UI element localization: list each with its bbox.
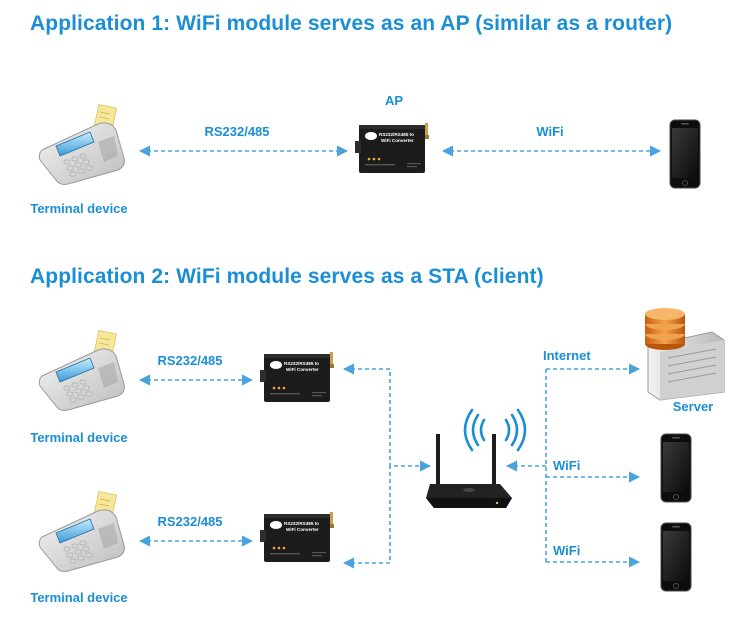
wifi-signal-icon	[463, 408, 527, 452]
app1-terminal-label: Terminal device	[30, 201, 128, 216]
wifi-converter-icon	[260, 352, 334, 402]
sta-upper-connector	[342, 363, 432, 472]
router-icon	[426, 434, 512, 508]
app2-terminal-label-1: Terminal device	[30, 430, 128, 445]
app2-terminal-label-2: Terminal device	[30, 590, 128, 605]
smartphone-icon	[660, 433, 692, 503]
wifi-converter-icon	[355, 123, 429, 173]
server-icon	[645, 308, 725, 401]
app2-serial-link-label-2: RS232/485	[157, 514, 223, 529]
payment-terminal-icon	[38, 329, 125, 412]
database-stack-icon	[645, 308, 685, 350]
app2-wifi-link-label-1: WiFi	[553, 458, 581, 473]
app2-heading: Application 2: WiFi module serves as a S…	[30, 265, 544, 288]
payment-terminal-icon	[38, 103, 125, 186]
sta-lower-connector	[342, 466, 391, 569]
app1-wifi-link-label: WiFi	[536, 124, 564, 139]
app2-connectors	[138, 363, 641, 569]
internet-link-label: Internet	[543, 348, 591, 363]
app2-serial-link-label-1: RS232/485	[157, 353, 223, 368]
app1-serial-link-label: RS232/485	[204, 124, 270, 139]
smartphone-icon	[660, 522, 692, 592]
wifi-converter-icon	[260, 512, 334, 562]
smartphone-icon	[669, 119, 701, 189]
ap-label: AP	[384, 93, 404, 108]
server-label: Server	[672, 399, 714, 414]
payment-terminal-icon	[38, 490, 125, 573]
app1-heading: Application 1: WiFi module serves as an …	[30, 12, 673, 35]
app2-wifi-link-label-2: WiFi	[553, 543, 581, 558]
